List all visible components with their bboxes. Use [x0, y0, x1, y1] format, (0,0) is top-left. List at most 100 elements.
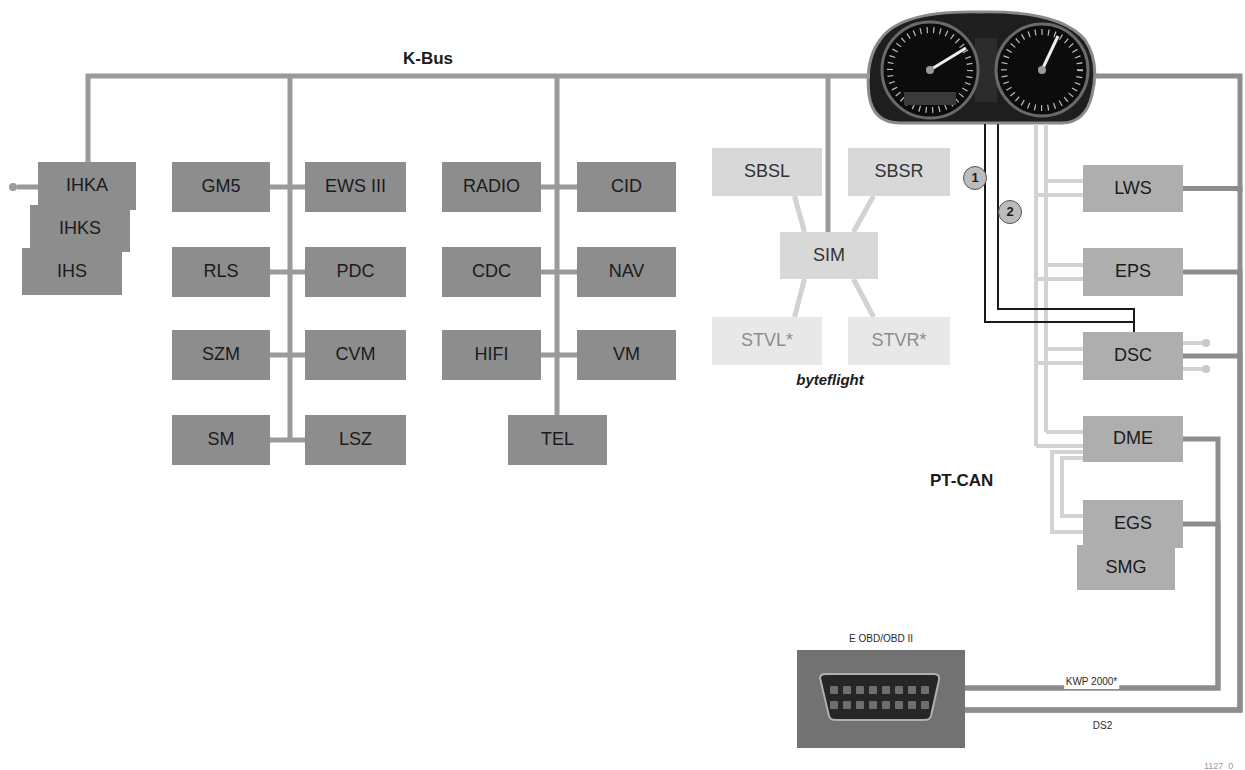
- node-label: DME: [1113, 429, 1153, 449]
- powertrain-module: DME: [1083, 416, 1183, 462]
- module-box: GM5: [172, 162, 270, 212]
- module-box: HIFI: [442, 330, 541, 380]
- module-box: SM: [172, 415, 270, 465]
- module-box: EWS III: [305, 162, 406, 212]
- node-label: PDC: [336, 262, 374, 282]
- byteflight-link: [854, 279, 874, 317]
- can-line: [1036, 124, 1046, 446]
- byteflight-link: [795, 196, 805, 232]
- node-label: CDC: [472, 262, 511, 282]
- node-label: SIM: [813, 246, 845, 266]
- powertrain-module: DSC: [1083, 332, 1183, 380]
- callout-circle: 1: [963, 166, 987, 190]
- figure-number-box: 1127_0: [1204, 755, 1233, 770]
- module-box: SZM: [172, 330, 270, 380]
- optional-module: STVL*: [712, 317, 822, 365]
- node-label: SZM: [202, 345, 240, 365]
- bus-name-box: PT-CAN: [930, 472, 993, 491]
- bus-name-box: byteflight: [796, 371, 864, 389]
- connector-dot: [9, 183, 17, 191]
- can-stub: [1036, 349, 1083, 363]
- module-box: CVM: [305, 330, 406, 380]
- byteflight-link: [795, 279, 805, 317]
- socket-pins: [828, 684, 932, 714]
- node-label: SBSR: [874, 162, 923, 182]
- cluster-housing: [868, 12, 1095, 123]
- dial-hub: [926, 66, 934, 74]
- node-label: 2: [1006, 205, 1013, 219]
- node-label: STVR*: [871, 331, 926, 351]
- module-box: IHKS: [30, 205, 130, 252]
- node-label: VM: [613, 345, 640, 365]
- node-label: LWS: [1114, 179, 1152, 199]
- module-box: PDC: [305, 247, 406, 297]
- bus-name-box: K-Bus: [403, 50, 453, 69]
- node-label: NAV: [609, 262, 645, 282]
- module-box: CDC: [442, 247, 541, 297]
- bus-stub: [541, 187, 577, 355]
- module-box: CID: [577, 162, 676, 212]
- bus-line: [288, 76, 293, 440]
- module-box: TEL: [508, 415, 607, 465]
- bus-stub: [17, 185, 38, 190]
- dial-ticks: [1004, 32, 1080, 108]
- node-label: E OBD/OBD II: [797, 633, 965, 644]
- node-label: RLS: [203, 262, 238, 282]
- node-label: IHKA: [66, 176, 108, 196]
- node-label: STVL*: [741, 331, 793, 351]
- module-box: IHS: [22, 248, 122, 295]
- socket-body: [820, 674, 939, 720]
- powertrain-module: LWS: [1083, 165, 1183, 212]
- diagnostic-socket: E OBD/OBD II: [797, 650, 965, 748]
- node-label: SMG: [1105, 558, 1146, 578]
- node-label: TEL: [541, 430, 574, 450]
- module-box: VM: [577, 330, 676, 380]
- edge-label-box: KWP 2000*: [1064, 671, 1120, 689]
- can-stub: [1036, 265, 1083, 279]
- node-label: HIFI: [475, 345, 509, 365]
- powertrain-module: SMG: [1077, 545, 1175, 590]
- diagnostic-line: [965, 356, 1240, 710]
- diagnostic-line: [965, 272, 1240, 710]
- node-label: LSZ: [339, 430, 372, 450]
- direct-wire: [985, 124, 1134, 332]
- node-label: RADIO: [463, 177, 520, 197]
- node-label: IHS: [57, 262, 87, 282]
- powertrain-module: EGS: [1083, 500, 1183, 548]
- module-box: RLS: [172, 247, 270, 297]
- node-label: EWS III: [325, 177, 386, 197]
- can-stub: [1036, 181, 1083, 195]
- node-label: CVM: [336, 345, 376, 365]
- node-label: EGS: [1114, 514, 1152, 534]
- node-label: 1: [971, 171, 978, 185]
- byteflight-module: SIM: [780, 232, 878, 279]
- k-bus-wiring: [17, 76, 870, 440]
- bus-name: byteflight: [796, 371, 864, 388]
- pt-can-wiring: [1036, 124, 1203, 532]
- node-label: CID: [611, 177, 642, 197]
- can-stub: [1036, 432, 1083, 446]
- byteflight-module: SBSL: [712, 148, 822, 196]
- protocol-label: KWP 2000*: [1066, 676, 1118, 687]
- diagnostic-line: [965, 439, 1218, 688]
- figure-number: 1127_0: [1204, 761, 1233, 770]
- bus-line: [555, 76, 560, 415]
- can-line: [1062, 458, 1083, 516]
- node-label: GM5: [201, 177, 240, 197]
- bus-stub: [270, 187, 305, 440]
- instrument-cluster: [868, 12, 1095, 123]
- node-label: IHKS: [59, 219, 101, 239]
- obd-socket-illustration: [820, 674, 939, 720]
- tachometer-dial: [996, 24, 1088, 116]
- connector-dot: [1202, 365, 1210, 373]
- bus-name: K-Bus: [403, 49, 453, 68]
- node-label: SM: [208, 430, 235, 450]
- node-label: DSC: [1114, 346, 1152, 366]
- node-label: SBSL: [744, 162, 790, 182]
- direct-wires: [985, 124, 1134, 332]
- edge-label-box: DS2: [1091, 715, 1114, 733]
- diagnostic-line: [965, 189, 1240, 711]
- byteflight-module: SBSR: [848, 148, 950, 196]
